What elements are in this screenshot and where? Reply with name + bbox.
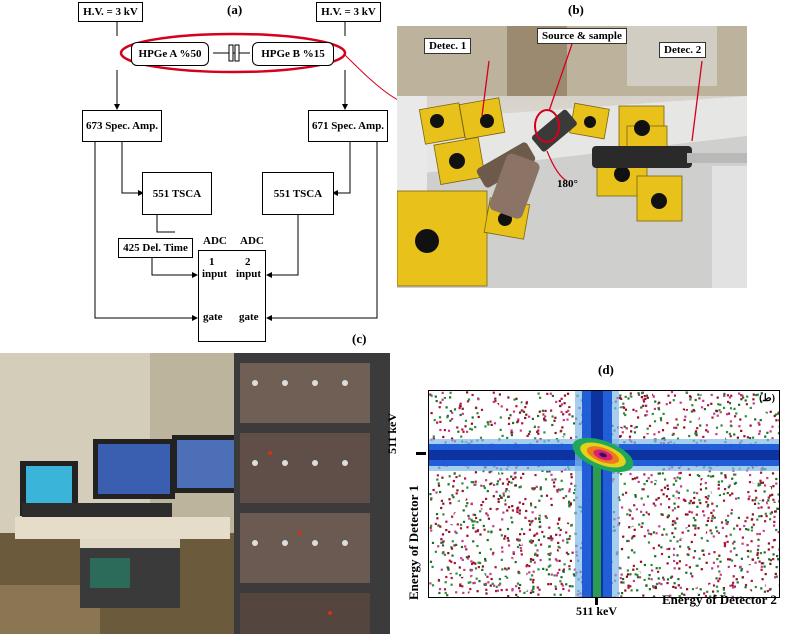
tsca-right-box: 551 TSCA (262, 172, 334, 215)
delay-box: 425 Del. Time (118, 238, 193, 258)
panel-label-d: (d) (598, 362, 614, 377)
hv-left-label: H.V. = 3 kV (83, 6, 138, 18)
amp-left-box: 673 Spec. Amp. (82, 110, 162, 142)
tsca-left-label: 551 TSCA (152, 187, 202, 200)
detec2-callout: Detec. 2 (659, 42, 707, 58)
delay-label: 425 Del. Time (123, 242, 188, 254)
amp-right-label: 671 Spec. Amp. (311, 120, 385, 132)
panel-label-a: (a) (227, 2, 243, 17)
amp-left-label: 673 Spec. Amp. (85, 120, 159, 132)
source-callout: Source & sample (537, 28, 627, 44)
setup-photo: Detec. 1 Source & sample Detec. 2 180° (397, 26, 747, 288)
x-tick-511 (595, 597, 598, 605)
adc-box: 1 2 input input gate gate (198, 250, 266, 342)
coincidence-map-svg (429, 391, 779, 597)
y-tick-511 (416, 447, 430, 461)
adc-input-1-number: 1 (209, 256, 215, 268)
panel-label-c: (c) (352, 331, 367, 346)
tsca-left-box: 551 TSCA (142, 172, 212, 215)
tsca-right-label: 551 TSCA (273, 187, 323, 200)
adc-left-title: ADC (203, 235, 227, 247)
x-tick-label: 511 keV (576, 604, 618, 618)
angle-label: 180° (557, 178, 578, 190)
hv-right-label: H.V. = 3 kV (321, 6, 376, 18)
hv-left-box: H.V. = 3 kV (78, 2, 143, 22)
x-axis-label: Energy of Detector 2 (662, 592, 777, 607)
hv-right-box: H.V. = 3 kV (316, 2, 381, 22)
detector-b-label: HPGe B %15 (261, 48, 325, 60)
detector-a-label: HPGe A %50 (138, 48, 202, 60)
adc-gate-right-label: gate (239, 311, 259, 323)
y-axis-label: Energy of Detector 1 (406, 485, 421, 600)
adc-gate-left-label: gate (203, 311, 223, 323)
coincidence-map: (ط) (428, 390, 780, 598)
schematic-wiring (94, 21, 399, 321)
detector-a-box: HPGe A %50 (131, 42, 209, 66)
adc-input-1-label: input (202, 268, 228, 280)
adc-input-2-label: input (236, 268, 262, 280)
adc-input-2-number: 2 (245, 256, 251, 268)
adc-right-title: ADC (240, 235, 264, 247)
lab-photo (0, 353, 390, 634)
amp-right-box: 671 Spec. Amp. (308, 110, 388, 142)
map-corner-tag: (ط) (759, 393, 775, 404)
detec1-callout: Detec. 1 (424, 38, 472, 54)
panel-label-b: (b) (568, 2, 584, 17)
y-tick-label: 511 keV (385, 412, 399, 454)
detector-b-box: HPGe B %15 (252, 42, 334, 66)
